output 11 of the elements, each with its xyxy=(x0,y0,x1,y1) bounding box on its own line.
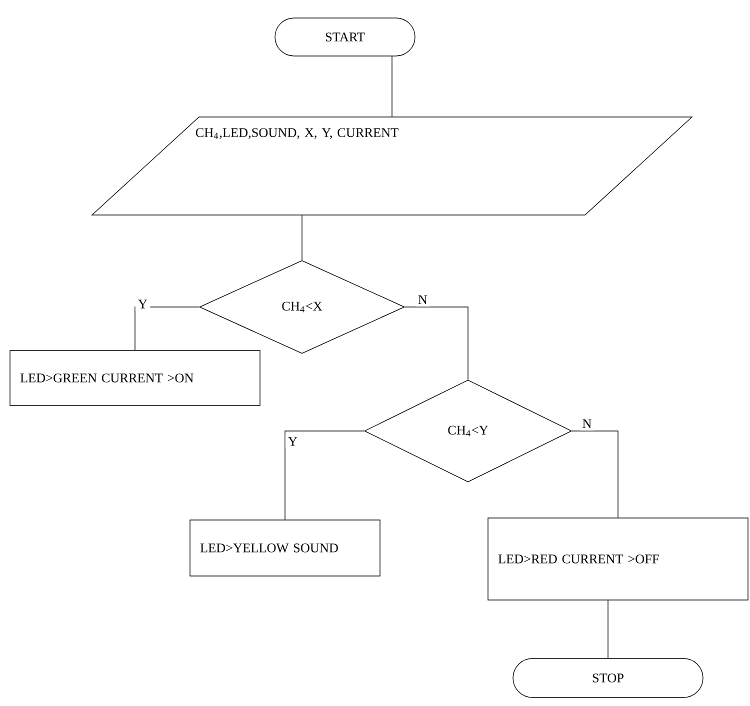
connector-line xyxy=(572,430,618,518)
process-box: LED>YELLOW SOUND xyxy=(190,520,380,576)
connector-line xyxy=(404,306,468,380)
process-box: LED>GREEN CURRENT >ON xyxy=(10,350,260,406)
edge-label: Y xyxy=(285,434,300,448)
edge-label: N xyxy=(580,416,594,431)
edge-label: N xyxy=(415,292,430,307)
connector-line xyxy=(134,306,200,350)
connector-line xyxy=(284,430,364,520)
edge-label: Y xyxy=(135,297,150,311)
process-box: LED>RED CURRENT >OFF xyxy=(488,518,748,600)
